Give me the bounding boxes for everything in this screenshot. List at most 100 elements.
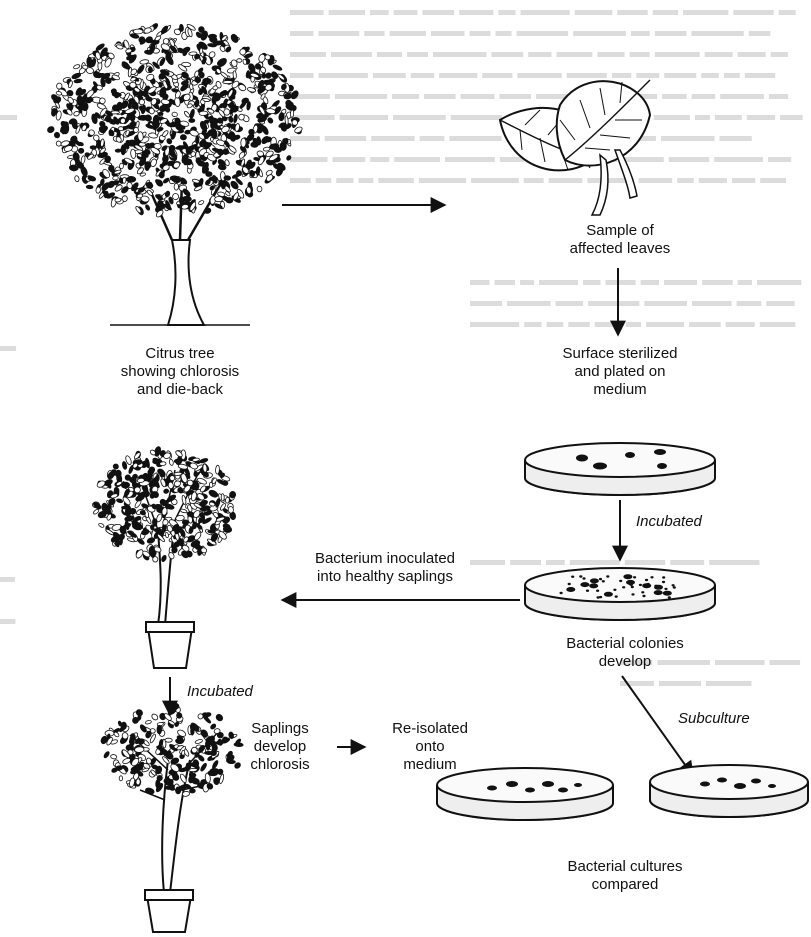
- leaf-mark: [195, 739, 203, 745]
- leaf-mark: [174, 472, 182, 476]
- leaf-mark: [179, 196, 184, 205]
- leaf-mark: [163, 177, 170, 184]
- colony-dot: [631, 593, 634, 595]
- colonies-label-line: Bacterial colonies: [540, 635, 710, 653]
- leaf-mark: [267, 117, 274, 124]
- leaf-mark: [211, 760, 219, 770]
- leaf-mark: [286, 155, 292, 161]
- leaf-mark: [265, 72, 273, 80]
- leaf-mark: [192, 522, 197, 529]
- leaf-mark: [202, 464, 207, 473]
- leaf-mark: [122, 177, 126, 183]
- leaf-mark: [196, 136, 200, 144]
- leaf-mark: [251, 142, 259, 148]
- leaf-mark: [90, 146, 96, 150]
- colony-dot: [622, 586, 625, 588]
- leaf-mark: [189, 129, 199, 137]
- colony-dot: [641, 591, 644, 593]
- leaf-mark: [150, 525, 154, 531]
- colony-dot: [662, 576, 665, 578]
- colony-dot: [639, 584, 642, 586]
- leaf-mark: [151, 713, 159, 721]
- colony-dot: [633, 576, 636, 578]
- leaf-mark: [56, 83, 62, 90]
- leaf-mark: [174, 458, 183, 463]
- leaf-mark: [118, 721, 123, 727]
- incubated-label-2: Incubated: [187, 683, 253, 701]
- saplings-develop-label-line: develop: [230, 738, 330, 756]
- leaf-mark: [161, 555, 167, 563]
- incubated-label-1: Incubated: [636, 513, 702, 531]
- colony-dot: [604, 592, 613, 597]
- leaf-mark: [155, 194, 164, 201]
- leaf-mark: [228, 116, 233, 123]
- leaf-mark: [115, 537, 119, 547]
- leaf-mark: [200, 762, 208, 772]
- leaf-mark: [52, 108, 58, 114]
- leaf-mark: [125, 475, 131, 481]
- leaf-mark: [183, 110, 190, 118]
- colony-dot: [654, 590, 663, 595]
- petri-dish-reisolated: [437, 768, 613, 820]
- colony-dot: [599, 578, 602, 580]
- leaf-mark: [189, 768, 198, 772]
- citrus-tree-label-line: showing chlorosis: [100, 363, 260, 381]
- leaf-mark: [152, 556, 158, 562]
- leaf-mark: [163, 489, 169, 494]
- sapling-inoculated-illustration: [92, 446, 236, 668]
- leaf-mark: [71, 72, 81, 79]
- leaf-mark: [46, 125, 55, 133]
- leaf-mark: [157, 112, 163, 116]
- colony-dot: [654, 585, 663, 590]
- leaf-mark: [233, 114, 238, 123]
- leaf-mark: [95, 187, 100, 194]
- leaf-mark: [223, 80, 233, 83]
- colony-dot: [647, 583, 650, 585]
- leaf-mark: [159, 462, 166, 466]
- leaf-mark: [208, 530, 216, 534]
- leaf-mark: [198, 200, 205, 206]
- leaf-mark: [225, 497, 230, 503]
- compared-label-line: compared: [545, 876, 705, 894]
- leaf-mark: [229, 491, 236, 499]
- colony-dot: [566, 587, 575, 592]
- leaf-mark: [115, 149, 121, 152]
- leaf-mark: [148, 67, 153, 73]
- sterilized-label-line: and plated on: [530, 363, 710, 381]
- colony-dot: [597, 596, 600, 598]
- colonies-label: Bacterial colonies develop: [540, 635, 710, 671]
- leaf-mark: [80, 166, 89, 177]
- citrus-tree-label-line: Citrus tree: [100, 345, 260, 363]
- leaf-mark: [215, 713, 224, 722]
- leaf-mark: [99, 73, 105, 77]
- sample-label-line: affected leaves: [535, 240, 705, 258]
- petri-dish-subcultured: [650, 765, 808, 817]
- saplings-develop-label-line: Saplings: [230, 720, 330, 738]
- inoculated-label-line: Bacterium inoculated: [295, 550, 475, 568]
- leaf-mark: [181, 750, 185, 755]
- leaf-mark: [257, 186, 262, 192]
- leaf-mark: [181, 495, 186, 505]
- compared-label-line: Bacterial cultures: [545, 858, 705, 876]
- leaf-mark: [133, 29, 143, 34]
- leaf-mark: [199, 485, 207, 493]
- reisolated-label-line: onto: [375, 738, 485, 756]
- leaf-mark: [110, 754, 117, 759]
- leaf-mark: [165, 738, 172, 742]
- colony-dot: [645, 579, 648, 581]
- colony-dot: [650, 576, 653, 578]
- colony-dot: [668, 596, 671, 598]
- leaf-mark: [112, 463, 119, 470]
- leaf-mark: [208, 489, 219, 499]
- inoculated-label: Bacterium inoculated into healthy saplin…: [295, 550, 475, 586]
- colony-dot: [673, 586, 676, 588]
- reisolated-label-line: medium: [375, 756, 485, 774]
- colony-dot: [560, 592, 563, 594]
- leaf-mark: [112, 176, 118, 181]
- leaf-mark: [223, 148, 230, 155]
- leaf-mark: [112, 92, 121, 96]
- leaf-mark: [233, 71, 237, 80]
- leaf-mark: [196, 524, 203, 530]
- leaf-mark: [182, 519, 188, 524]
